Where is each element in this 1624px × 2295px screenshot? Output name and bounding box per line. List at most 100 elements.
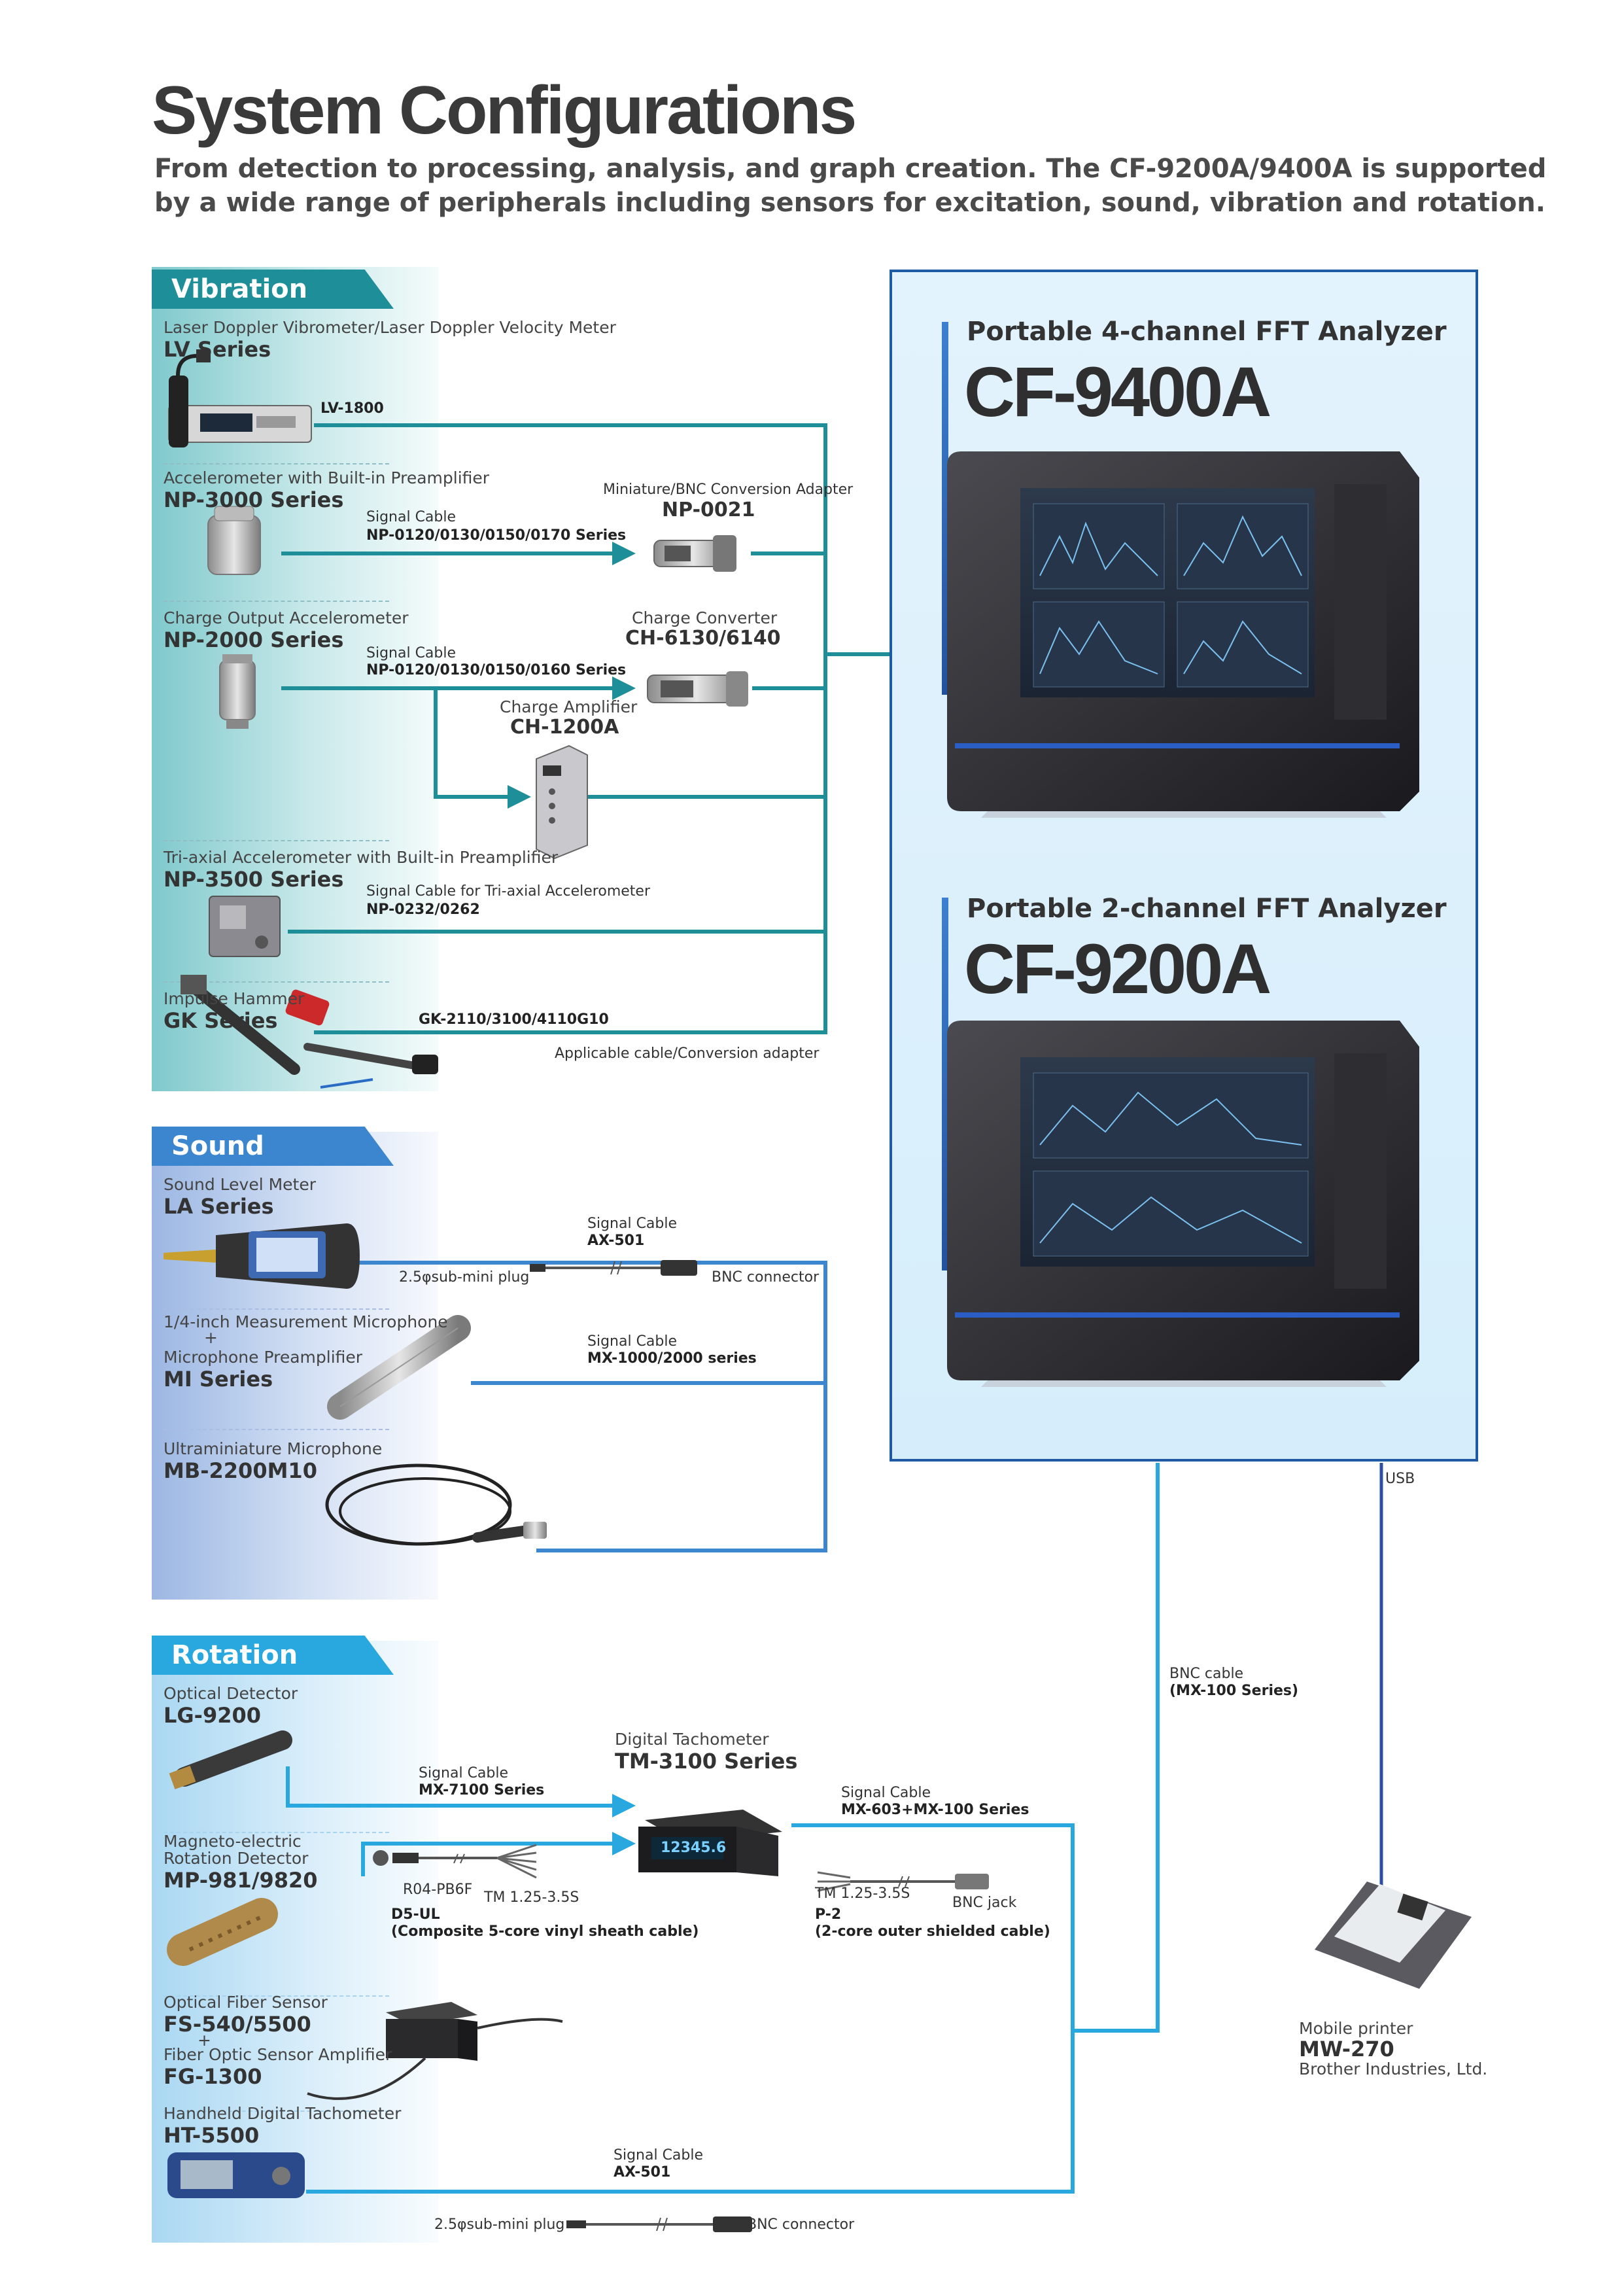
ax501-cable-sound: [530, 1260, 697, 1276]
p2-cable-icon: [817, 1871, 989, 1892]
subtitle-line-2: by a wide range of peripherals including…: [154, 188, 1546, 218]
mi-desc-1: 1/4-inch Measurement Microphone: [164, 1312, 448, 1331]
np3000-sensor-icon: [207, 506, 261, 575]
printer-maker: Brother Industries, Ltd.: [1299, 2059, 1488, 2078]
ht-cable: AX-501: [613, 2164, 671, 2181]
np2000-cable-label: Signal Cable: [366, 645, 457, 661]
mp-d5-desc: (Composite 5-core vinyl sheath cable): [391, 1923, 699, 1940]
vibration-connection-lines: [281, 423, 890, 1034]
mp-name: MP-981/9820: [164, 1868, 318, 1893]
accent-bar: [942, 322, 948, 695]
lv-cable: LV-1800: [320, 400, 384, 417]
ht-desc: Handheld Digital Tachometer: [164, 2104, 402, 2123]
ch1200a-name: CH-1200A: [510, 716, 619, 739]
fs-plus: +: [198, 2031, 211, 2050]
fs-desc-2: Fiber Optic Sensor Amplifier: [164, 2045, 392, 2064]
rotation-section-tag: Rotation: [152, 1636, 394, 1675]
separator: [164, 1429, 389, 1430]
ht-cable-label: Signal Cable: [613, 2147, 704, 2164]
separator: [164, 601, 389, 602]
la-desc: Sound Level Meter: [164, 1175, 317, 1194]
page-title: System Configurations: [152, 73, 857, 149]
separator: [164, 1308, 389, 1310]
ht5500-tachometer-icon: [167, 2152, 305, 2198]
vibration-footnote: Applicable cable/Conversion adapter: [555, 1045, 820, 1062]
fs-desc-1: Optical Fiber Sensor: [164, 1993, 328, 2012]
np2000-sensor-icon: [219, 654, 256, 729]
mb-name: MB-2200M10: [164, 1458, 317, 1483]
bnc-cable-name: (MX-100 Series): [1169, 1683, 1299, 1699]
np0021-label: Miniature/BNC Conversion Adapter: [603, 482, 854, 498]
lg-desc: Optical Detector: [164, 1684, 298, 1703]
mi-plus: +: [204, 1328, 218, 1347]
mp-desc-2: Rotation Detector: [164, 1849, 309, 1868]
p2-name: P-2: [815, 1906, 842, 1923]
la-name: LA Series: [164, 1194, 274, 1219]
bnc-cable-label: BNC cable: [1169, 1666, 1244, 1682]
np3500-cable-label: Signal Cable for Tri-axial Accelerometer: [366, 883, 650, 900]
cf9400-model: CF-9400A: [964, 352, 1271, 431]
printer-label: Mobile printer: [1299, 2019, 1413, 2038]
tm-name: TM-3100 Series: [615, 1749, 798, 1774]
la-cable: AX-501: [587, 1233, 645, 1249]
np3000-cable: NP-0120/0130/0150/0170 Series: [366, 527, 627, 544]
lg-cable: MX-7100 Series: [419, 1782, 545, 1798]
mp-d5: D5-UL: [391, 1906, 440, 1923]
separator: [164, 463, 389, 464]
tm3100-tachometer-icon: [638, 1810, 782, 1876]
mp981-detector-icon: [167, 1898, 278, 1966]
ch1200a-amplifier-icon: [536, 745, 588, 860]
ht-connector: BNC connector: [747, 2216, 855, 2233]
la-meter-icon: [164, 1223, 360, 1289]
cf9200-model: CF-9200A: [964, 929, 1271, 1008]
np3500-sensor-icon: [209, 896, 281, 957]
np3000-desc: Accelerometer with Built-in Preamplifier: [164, 468, 490, 487]
mw270-printer-icon: [1315, 1882, 1472, 1989]
p2-jack: BNC jack: [952, 1895, 1017, 1911]
ax501-cable-rotation: [566, 2216, 752, 2232]
gk-desc: Impulse Hammer: [164, 989, 305, 1008]
fs-name-2: FG-1300: [164, 2064, 262, 2089]
ht-name: HT-5500: [164, 2123, 260, 2148]
vibration-section-tag: Vibration: [152, 270, 394, 309]
fs540-amplifier-icon: [307, 2002, 563, 2100]
ch6130-converter-icon: [647, 671, 748, 707]
d5ul-cable-icon: [373, 1844, 537, 1879]
np3500-name: NP-3500 Series: [164, 867, 344, 892]
accent-bar: [942, 898, 948, 1270]
gk-cable: GK-2110/3100/4110G10: [419, 1011, 609, 1028]
gk-hammer-icon: [181, 975, 438, 1089]
sound-section-tag: Sound: [152, 1127, 394, 1166]
la-cable-label: Signal Cable: [587, 1216, 678, 1232]
lv-name: LV Series: [164, 337, 271, 362]
ch6130-label: Charge Converter: [632, 608, 778, 627]
separator: [164, 840, 389, 841]
mb-desc: Ultraminiature Microphone: [164, 1439, 383, 1458]
np2000-name: NP-2000 Series: [164, 627, 344, 652]
np2000-desc: Charge Output Accelerometer: [164, 608, 409, 627]
la-plug: 2.5φsub-mini plug: [399, 1269, 530, 1286]
np0021-adapter-icon: [653, 535, 736, 572]
mi-name: MI Series: [164, 1367, 273, 1392]
vibration-panel: [152, 267, 438, 1091]
ht-plug: 2.5φsub-mini plug: [434, 2216, 565, 2233]
p2-desc: (2-core outer shielded cable): [815, 1923, 1050, 1940]
separator: [164, 981, 389, 983]
mi-microphone-icon: [327, 1315, 471, 1420]
ch1200a-label: Charge Amplifier: [500, 697, 638, 716]
separator: [164, 2111, 389, 2112]
usb-label: USB: [1385, 1471, 1415, 1487]
tm-label: Digital Tachometer: [615, 1730, 769, 1749]
mi-cable: MX-1000/2000 series: [587, 1350, 757, 1367]
mp-tm1: TM 1.25-3.5S: [484, 1889, 579, 1906]
lg9200-detector-icon: [169, 1730, 292, 1790]
lg-name: LG-9200: [164, 1703, 261, 1728]
rotation-connection-lines: [286, 1463, 1160, 2194]
la-connector: BNC connector: [712, 1269, 820, 1286]
mp-desc-1: Magneto-electric: [164, 1832, 302, 1851]
p2-tm: TM 1.25-3.5S: [815, 1885, 910, 1902]
subtitle-line-1: From detection to processing, analysis, …: [154, 154, 1547, 184]
mp-r04: R04-PB6F: [403, 1882, 473, 1898]
cf9400-title: Portable 4-channel FFT Analyzer: [967, 317, 1447, 347]
